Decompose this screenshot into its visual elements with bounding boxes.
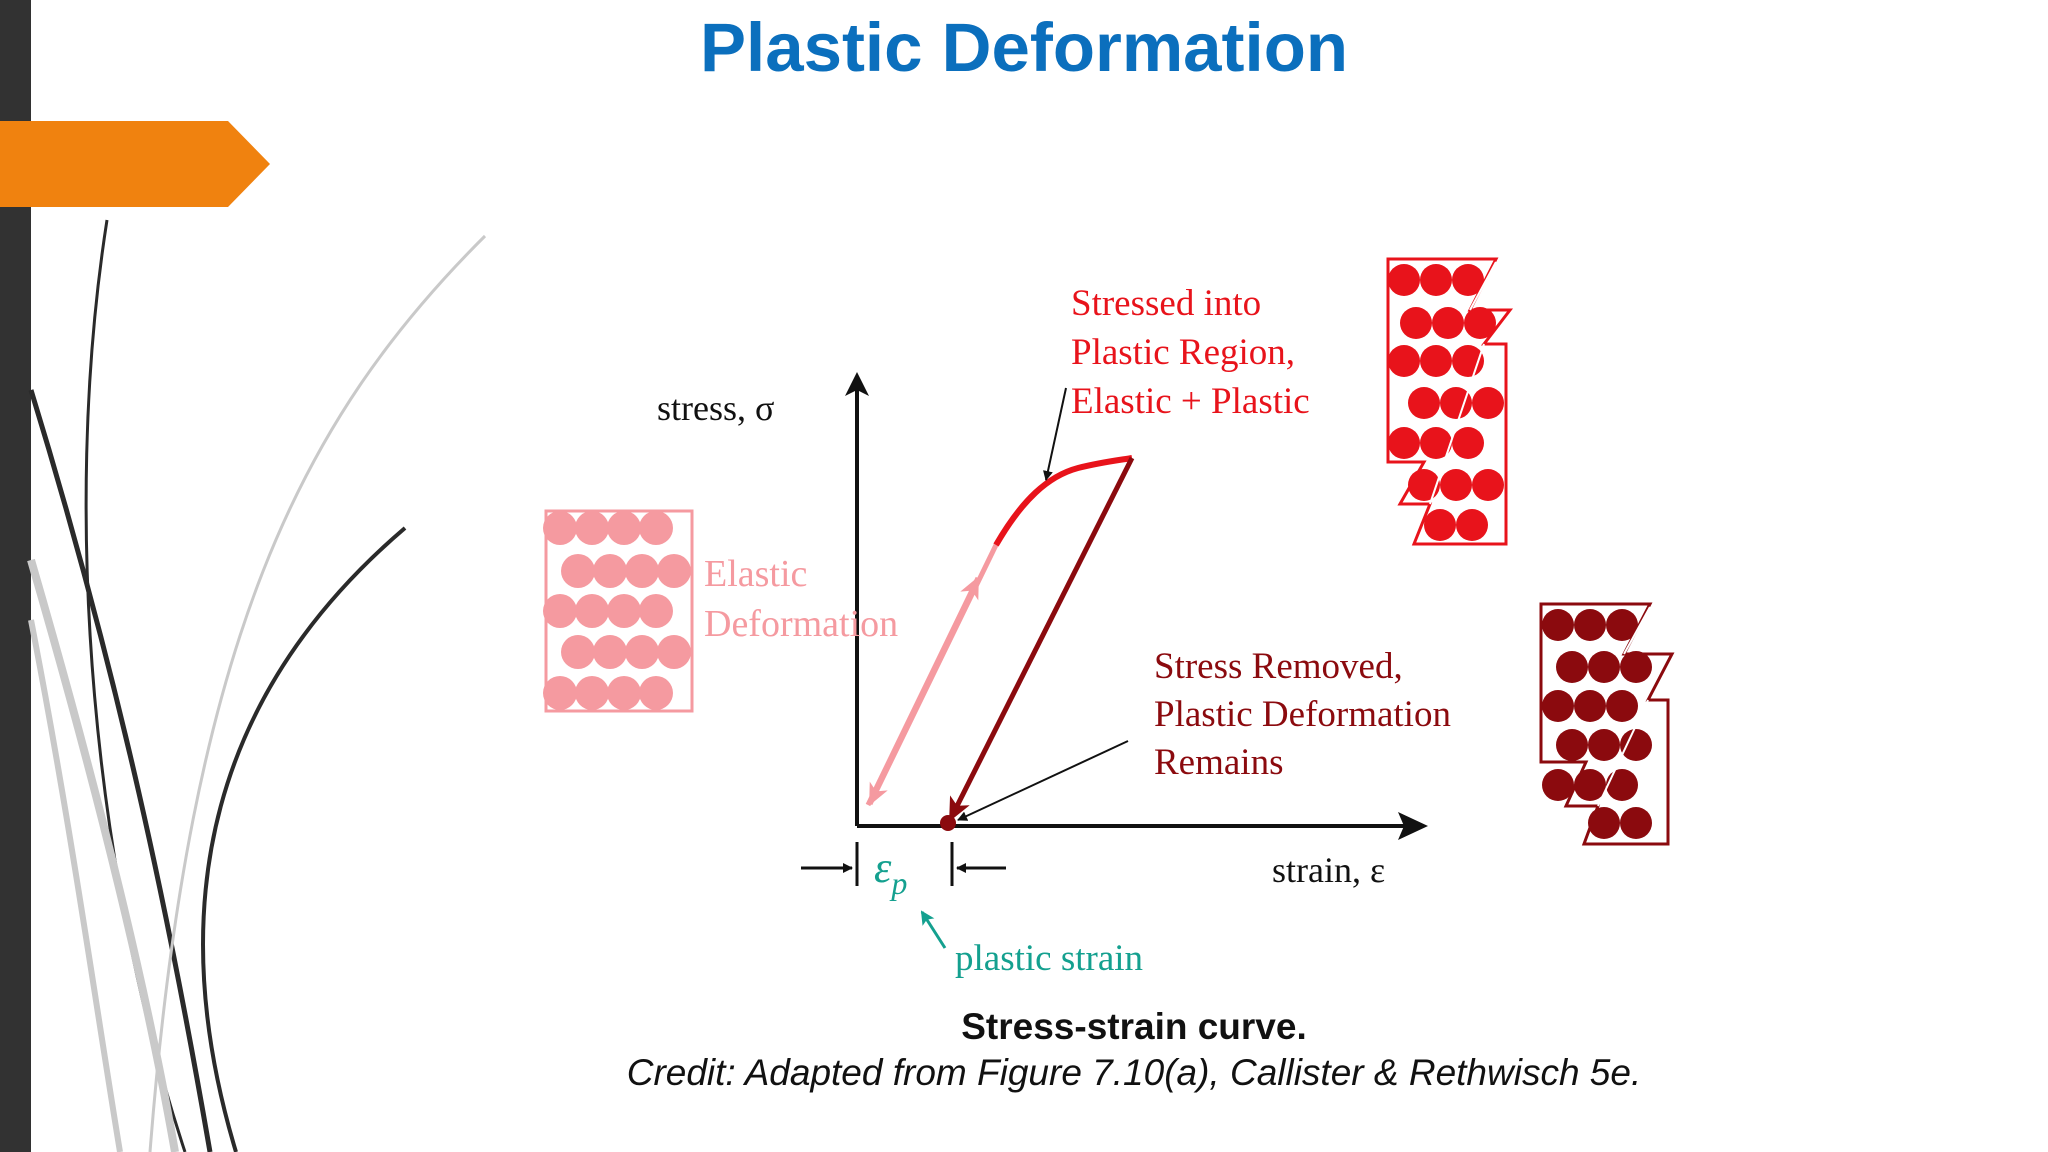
decorative-curve: [28, 619, 123, 1152]
plastic-strain-label: plastic strain: [955, 938, 1143, 979]
decorative-curve: [201, 526, 407, 1152]
plastic-label-line3: Elastic + Plastic: [1071, 381, 1310, 422]
elastic-unloading-arrow: [867, 543, 999, 806]
plastic-atom-lattice: [1386, 257, 1514, 546]
plastic-label-line2: Plastic Region,: [1071, 332, 1295, 373]
elastic-atom-lattice: [543, 509, 694, 713]
slide-title: Plastic Deformation: [700, 9, 1348, 86]
y-axis-arrowhead: [845, 372, 869, 396]
x-axis-label: strain, ε: [1272, 850, 1385, 890]
orange-arrow-banner: [0, 121, 270, 207]
removed-label-line2: Plastic Deformation: [1154, 694, 1451, 735]
elastic-label-line2: Deformation: [704, 603, 898, 645]
unloading-line: [947, 456, 1135, 822]
removed-label-pointer: [957, 740, 1129, 821]
plastic-strain-pointer: [920, 910, 947, 949]
x-axis-arrowhead: [1398, 812, 1428, 840]
caption-title: Stress-strain curve.: [961, 1006, 1307, 1047]
epsilon-p-symbol: εp: [874, 843, 907, 901]
removed-label-line3: Remains: [1154, 742, 1283, 783]
plastic-label-line1: Stressed into: [1071, 283, 1261, 324]
removed-label-line1: Stress Removed,: [1154, 646, 1403, 687]
plastic-region-curve: [993, 455, 1133, 547]
y-axis-label: stress, σ: [657, 388, 774, 428]
unloaded-atom-lattice: [1539, 602, 1675, 846]
plastic-label-pointer: [1043, 387, 1067, 481]
elastic-label-line1: Elastic: [704, 553, 807, 595]
decorative-curve: [27, 558, 179, 1152]
decorative-curve: [148, 234, 487, 1152]
decorative-curve: [28, 389, 213, 1152]
permanent-strain-point: [940, 815, 956, 831]
caption-credit: Credit: Adapted from Figure 7.10(a), Cal…: [626, 1052, 1642, 1093]
